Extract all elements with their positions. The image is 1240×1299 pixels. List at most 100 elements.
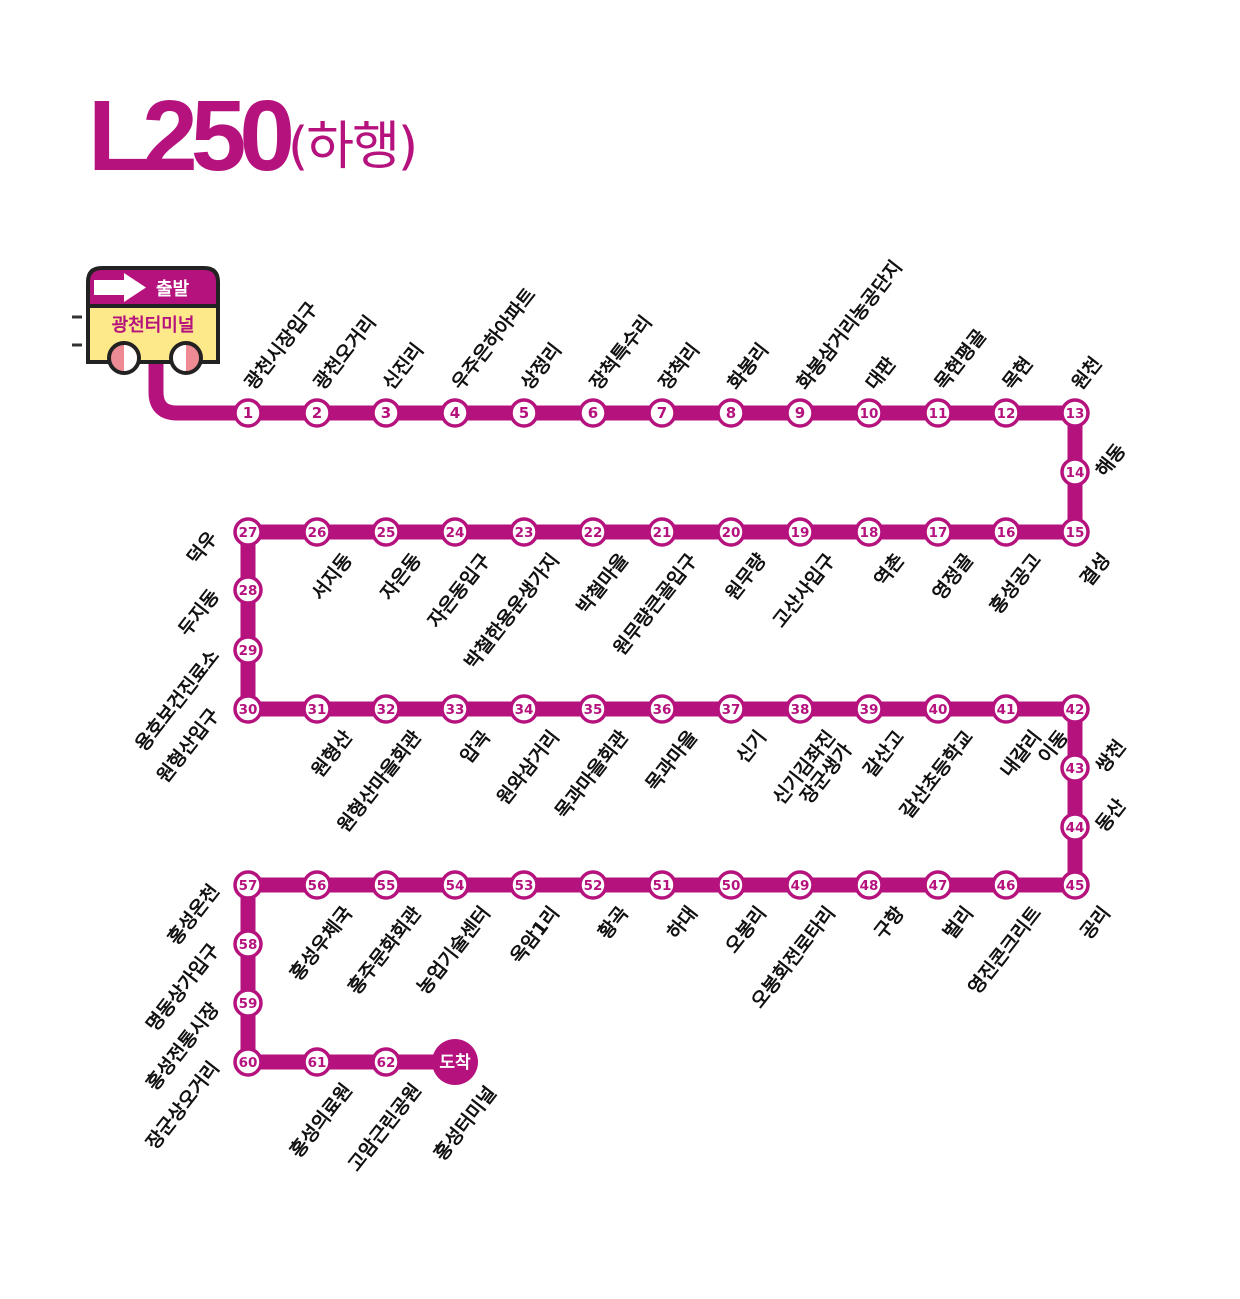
- station-number: 24: [446, 525, 465, 541]
- station-number: 13: [1066, 406, 1085, 422]
- station-number: 56: [308, 878, 327, 894]
- station-name: 신진리: [379, 339, 429, 394]
- station-name: 상정리: [517, 339, 567, 394]
- station-name-line: 목현: [999, 353, 1038, 394]
- station-name-line: 박철마을: [573, 550, 633, 619]
- station-number: 11: [929, 406, 948, 422]
- station-number: 8: [726, 404, 736, 422]
- station-name-line: 역촌: [870, 550, 909, 591]
- station-marker: [647, 870, 677, 900]
- station-marker: [785, 517, 815, 547]
- station-name: 원천: [1068, 353, 1107, 394]
- station-name: 원무량: [721, 549, 771, 604]
- station-name: 역촌: [870, 550, 909, 591]
- station-marker: [785, 398, 815, 428]
- station-name: 고암근린공원: [344, 1080, 426, 1176]
- station-number: 4: [450, 404, 460, 422]
- station-marker: [991, 517, 1021, 547]
- station-number: 48: [860, 878, 879, 894]
- station-name: 압곡: [456, 727, 495, 768]
- station-marker: [854, 517, 884, 547]
- station-marker: [302, 398, 332, 428]
- station-name: 광천오거리: [310, 312, 381, 394]
- station-name: 원와삼거리: [493, 727, 564, 809]
- station-name: 갈산초등학교: [896, 727, 978, 823]
- station-marker: [716, 694, 746, 724]
- station-marker: [1060, 812, 1090, 842]
- station-name-line: 하대: [663, 903, 702, 944]
- station-number: 6: [588, 404, 598, 422]
- station-marker: [716, 398, 746, 428]
- station-number: 7: [657, 404, 667, 422]
- wheel-highlight: [124, 345, 137, 371]
- station-name: 홍성온천: [163, 880, 224, 949]
- station-name-line: 고산사입구: [769, 550, 840, 632]
- station-name-line: 구항: [870, 902, 909, 944]
- station-number: 40: [929, 702, 948, 718]
- station-number: 38: [791, 702, 810, 718]
- arrival-circle: [432, 1039, 478, 1085]
- station-marker: [302, 1047, 332, 1077]
- station-marker: [371, 870, 401, 900]
- station-number: 2: [312, 404, 322, 422]
- station-number: 1: [243, 404, 253, 422]
- station-marker: [440, 870, 470, 900]
- station-marker: [923, 398, 953, 428]
- station-name-line: 홍성공고: [985, 549, 1046, 618]
- station-number: 59: [239, 996, 258, 1012]
- station-name-line: 압곡: [456, 727, 495, 768]
- station-name-line: 공리: [1076, 903, 1115, 944]
- station-marker: [371, 517, 401, 547]
- station-name-line: 상정리: [517, 339, 567, 394]
- station-marker: [509, 517, 539, 547]
- station-name: 서지동: [307, 550, 357, 605]
- station-name-line: 영정골: [928, 550, 978, 605]
- station-name: 쌍천: [1092, 736, 1131, 777]
- station-marker: [233, 575, 263, 605]
- station-number: 53: [515, 878, 534, 894]
- station-name-line: 해동: [1092, 440, 1131, 481]
- station-name-line: 용호보건진료소: [131, 646, 224, 756]
- station-name: 화봉리: [724, 339, 774, 394]
- station-marker: [371, 1047, 401, 1077]
- station-name: 자은동: [376, 550, 426, 605]
- station-name-line: 농업기술센터: [413, 903, 495, 999]
- station-number: 16: [997, 525, 1016, 541]
- station-name: 결성: [1076, 550, 1115, 591]
- station-marker: [578, 694, 608, 724]
- station-name-line: 동산: [1092, 795, 1131, 837]
- station-number: 26: [308, 525, 327, 541]
- station-marker: [647, 694, 677, 724]
- station-marker: [233, 1047, 263, 1077]
- station-marker: [991, 398, 1021, 428]
- station-name-line: 자은동입구: [424, 550, 495, 632]
- station-name: 대판: [862, 353, 901, 395]
- station-number: 5: [519, 404, 529, 422]
- station-name: 덕우: [183, 528, 222, 569]
- station-number: 43: [1066, 761, 1085, 777]
- station-number: 35: [584, 702, 603, 718]
- station-marker: [1060, 753, 1090, 783]
- station-marker: [302, 870, 332, 900]
- route-title: L250(하행): [88, 86, 418, 186]
- station-number: 58: [239, 937, 258, 953]
- departure-terminal: 광천터미널: [112, 315, 195, 336]
- station-marker: [440, 398, 470, 428]
- station-name-line: 장척리: [655, 339, 705, 394]
- station-number: 10: [860, 406, 879, 422]
- station-marker: [509, 398, 539, 428]
- station-marker: [1060, 694, 1090, 724]
- station-number: 27: [239, 525, 258, 541]
- station-marker: [647, 517, 677, 547]
- station-number: 9: [795, 404, 805, 422]
- station-marker: [1060, 870, 1090, 900]
- station-number: 45: [1066, 878, 1085, 894]
- station-name-line: 원형산: [307, 726, 357, 781]
- bus-icon: 출발 광천터미널: [72, 266, 220, 375]
- station-marker: [1060, 457, 1090, 487]
- station-marker: [854, 694, 884, 724]
- arrival-marker: 도착: [432, 1039, 478, 1085]
- station-number: 25: [377, 525, 396, 541]
- station-marker: [991, 870, 1021, 900]
